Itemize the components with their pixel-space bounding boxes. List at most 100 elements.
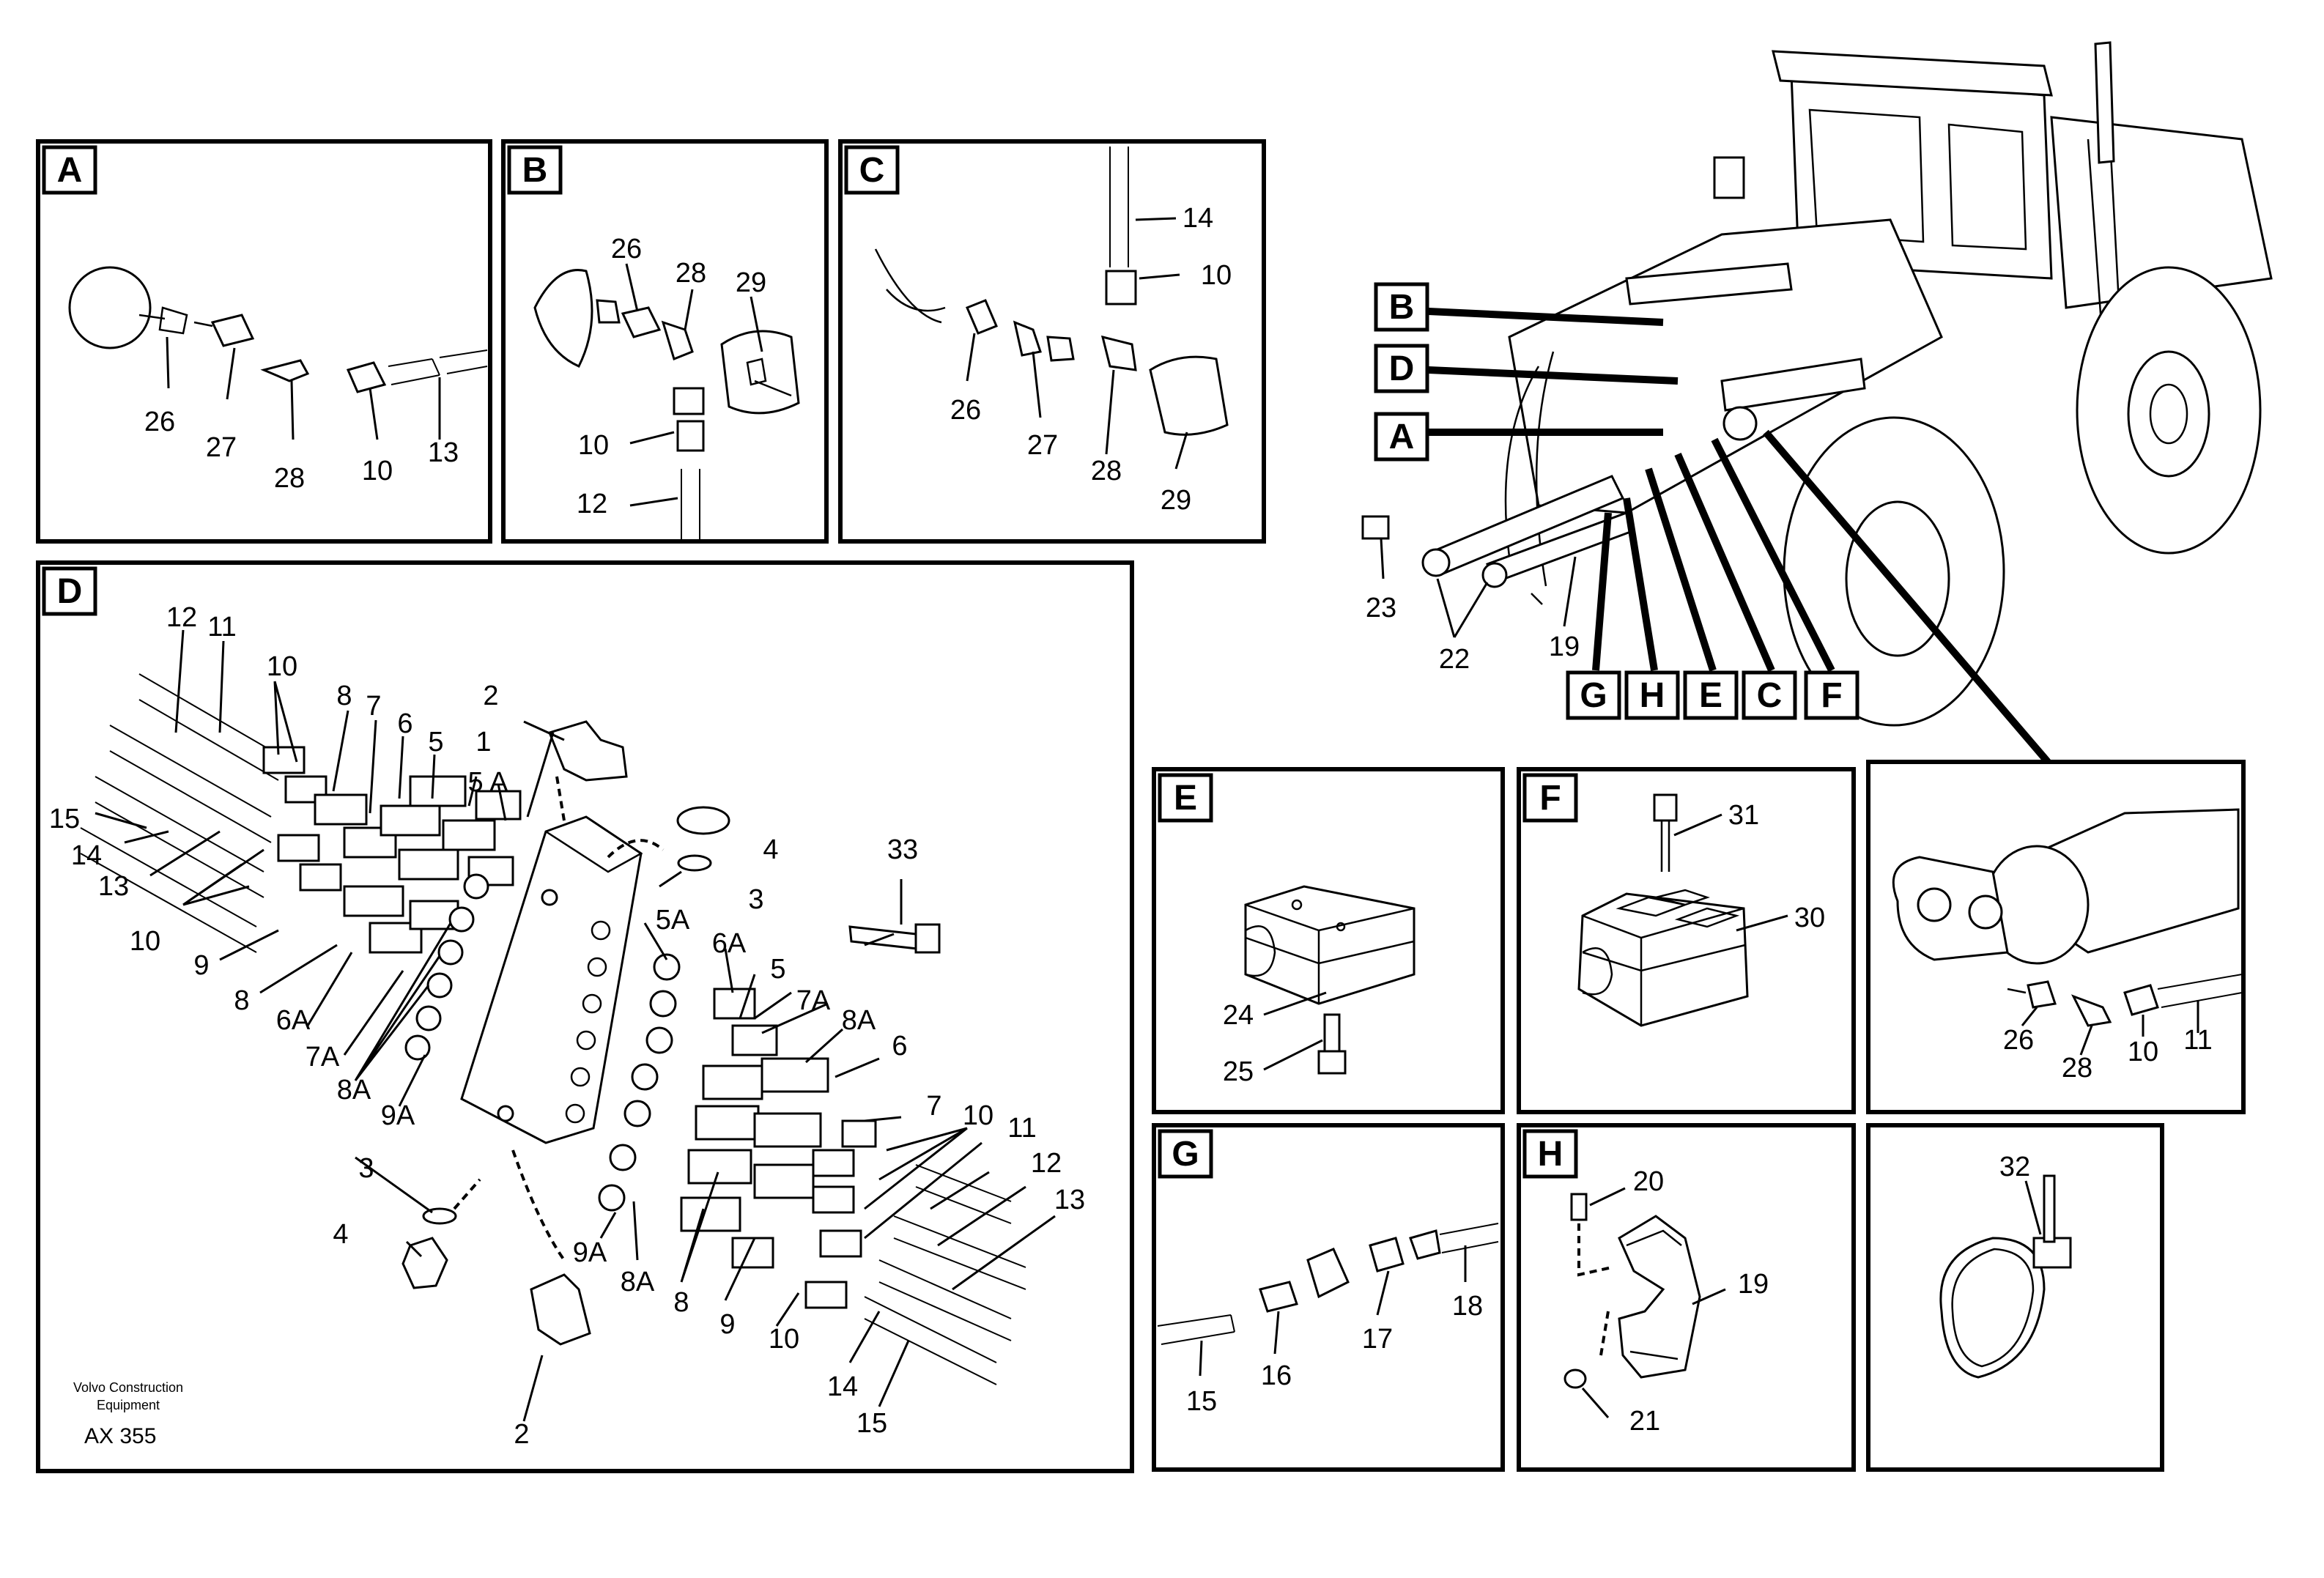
overview-tag-g: G bbox=[1580, 676, 1607, 715]
callout-h-20: 20 bbox=[1633, 1166, 1664, 1197]
callout-f-31: 31 bbox=[1728, 800, 1759, 831]
panel-c: C 14 10 26 27 28 29 bbox=[838, 139, 1266, 544]
view-tag-f: F bbox=[1539, 779, 1561, 818]
callout-a-28: 28 bbox=[274, 463, 305, 494]
callout-h-21: 21 bbox=[1629, 1406, 1660, 1437]
overview-tag-d: D bbox=[1389, 349, 1415, 388]
panel-a-parts bbox=[68, 266, 488, 393]
callout-d-8a-bottom: 8A bbox=[621, 1267, 655, 1297]
panel-b-leaders bbox=[625, 263, 763, 507]
drawing-code: AX 355 bbox=[84, 1424, 156, 1448]
callout-d-14-bottom: 14 bbox=[827, 1371, 858, 1402]
panel-e-leaders bbox=[1263, 991, 1327, 1071]
callout-e-24: 24 bbox=[1223, 1000, 1254, 1031]
callout-d-11: 11 bbox=[207, 612, 236, 642]
overview-tag-f: F bbox=[1821, 676, 1842, 715]
callout-c-29: 29 bbox=[1161, 485, 1191, 516]
callout-d-7a-left: 7A bbox=[306, 1042, 340, 1073]
callout-d-6-right: 6 bbox=[892, 1031, 907, 1062]
panel-e: E 24 25 bbox=[1152, 767, 1505, 1114]
panel-h-leaders bbox=[1581, 1187, 1726, 1418]
callout-d-3-top: 3 bbox=[748, 884, 763, 915]
view-tag-d: D bbox=[57, 572, 83, 611]
callout-d-8a-right: 8A bbox=[842, 1005, 876, 1036]
tie-parts bbox=[1939, 1174, 2072, 1379]
callout-d-3-bottom: 3 bbox=[358, 1153, 374, 1184]
tie-leader bbox=[2024, 1180, 2042, 1235]
callout-detail-10: 10 bbox=[2128, 1037, 2158, 1067]
callout-d-4-bottom: 4 bbox=[333, 1219, 348, 1250]
callout-d-13-right: 13 bbox=[1054, 1185, 1085, 1215]
view-tag-e: E bbox=[1174, 779, 1197, 818]
panel-a: A 26 27 28 10 13 bbox=[36, 139, 492, 544]
callout-d-5-top: 5 bbox=[428, 727, 443, 757]
callout-a-13: 13 bbox=[428, 437, 459, 468]
loader-illustration bbox=[1361, 41, 2273, 727]
callout-d-7a-right: 7A bbox=[796, 985, 831, 1016]
callout-c-10: 10 bbox=[1201, 260, 1232, 291]
callout-d-6a-right: 6A bbox=[712, 928, 747, 959]
callout-d-11-right: 11 bbox=[1007, 1113, 1036, 1144]
maker-name-line2: Equipment bbox=[97, 1398, 160, 1412]
panel-f-leaders bbox=[1673, 813, 1788, 932]
callout-d-33: 33 bbox=[887, 834, 918, 865]
view-tag-b: B bbox=[522, 151, 548, 190]
callout-d-12-right: 12 bbox=[1031, 1148, 1062, 1179]
callout-overview-19: 19 bbox=[1549, 631, 1580, 662]
callout-d-14-left: 14 bbox=[71, 840, 102, 871]
callout-c-28: 28 bbox=[1091, 456, 1122, 486]
callout-d-9-bottom: 9 bbox=[719, 1309, 735, 1340]
callout-g-16: 16 bbox=[1261, 1360, 1292, 1391]
panel-g-parts bbox=[1157, 1223, 1499, 1345]
callout-detail-26: 26 bbox=[2003, 1025, 2034, 1056]
overview-tag-e: E bbox=[1699, 676, 1722, 715]
callout-c-26: 26 bbox=[950, 395, 981, 426]
view-tag-a: A bbox=[57, 151, 83, 190]
panel-e-parts bbox=[1244, 885, 1416, 1075]
panel-c-parts bbox=[874, 147, 1229, 436]
callout-d-13-left: 13 bbox=[98, 871, 129, 902]
callout-d-2-top: 2 bbox=[483, 681, 498, 711]
callout-d-2-bottom: 2 bbox=[514, 1419, 529, 1450]
callout-d-7-top: 7 bbox=[366, 691, 381, 722]
callout-d-8-bottom: 8 bbox=[673, 1287, 689, 1318]
overview-leaders bbox=[1380, 538, 1577, 638]
panel-d-leaders bbox=[95, 629, 1056, 1422]
callout-c-27: 27 bbox=[1027, 430, 1058, 461]
callout-tie-32: 32 bbox=[1999, 1152, 2030, 1182]
callout-g-18: 18 bbox=[1452, 1291, 1483, 1322]
callout-b-12: 12 bbox=[577, 489, 607, 519]
callout-d-10-left: 10 bbox=[130, 926, 160, 957]
callout-d-10-bottom: 10 bbox=[769, 1324, 799, 1355]
callout-detail-28: 28 bbox=[2062, 1053, 2092, 1084]
callout-f-30: 30 bbox=[1794, 903, 1825, 933]
machine-overview: B D A G H E C F 23 22 19 bbox=[1361, 41, 2273, 765]
overview-tag-c: C bbox=[1757, 676, 1783, 715]
callout-c-14: 14 bbox=[1183, 203, 1213, 234]
panel-g: G 15 16 17 18 bbox=[1152, 1123, 1505, 1472]
callout-g-17: 17 bbox=[1362, 1324, 1393, 1355]
callout-h-19: 19 bbox=[1738, 1269, 1769, 1300]
callout-d-5-right: 5 bbox=[770, 954, 785, 985]
panel-b-parts bbox=[533, 269, 800, 542]
callout-d-6-top: 6 bbox=[397, 708, 412, 739]
callout-d-15-left: 15 bbox=[49, 804, 80, 834]
callout-d-8-left: 8 bbox=[234, 985, 249, 1016]
view-tag-h: H bbox=[1538, 1135, 1563, 1174]
callout-b-29: 29 bbox=[736, 267, 766, 298]
panel-f: F 31 30 bbox=[1517, 767, 1856, 1114]
overview-tag-a: A bbox=[1389, 418, 1415, 456]
callout-d-5a-right: 5A bbox=[656, 905, 690, 936]
callout-e-25: 25 bbox=[1223, 1056, 1254, 1087]
panel-g-leaders bbox=[1199, 1245, 1467, 1377]
callout-d-8-top: 8 bbox=[336, 681, 352, 711]
panel-d: D bbox=[36, 560, 1134, 1473]
panel-h: H 20 19 21 bbox=[1517, 1123, 1856, 1472]
callout-d-10-top: 10 bbox=[267, 651, 297, 682]
callout-overview-22: 22 bbox=[1439, 644, 1470, 675]
callout-d-9a-left: 9A bbox=[381, 1100, 415, 1131]
callout-b-26: 26 bbox=[611, 234, 642, 264]
panel-h-parts bbox=[1563, 1193, 1701, 1389]
panel-detail: 26 28 10 11 bbox=[1866, 760, 2246, 1114]
